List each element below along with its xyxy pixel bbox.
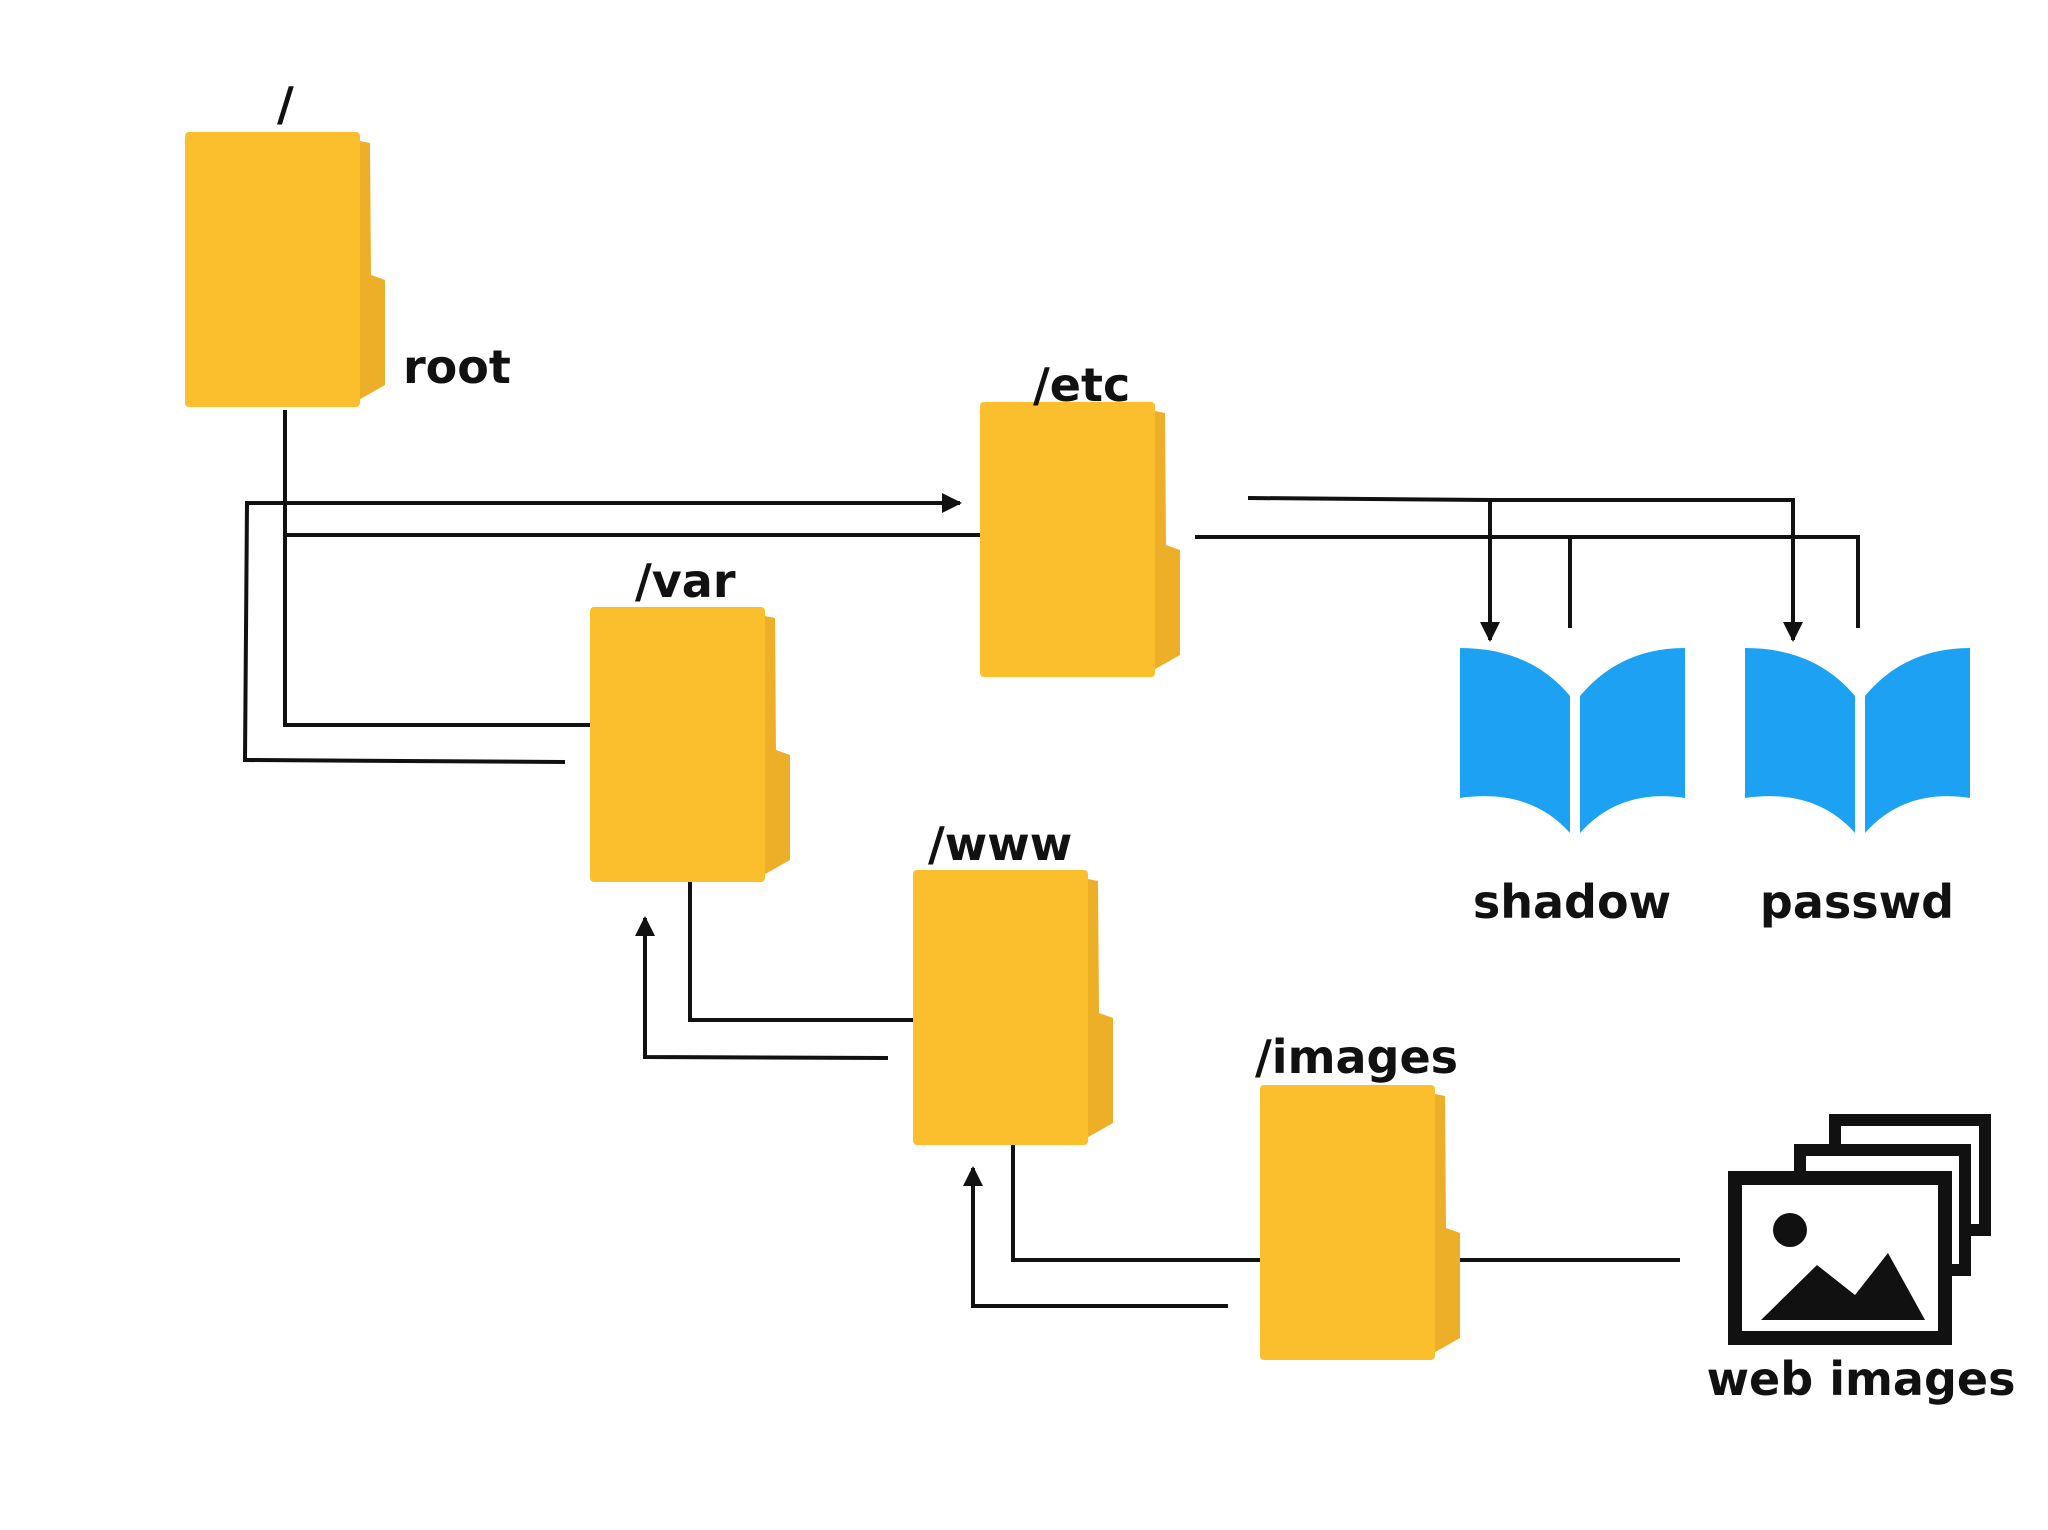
root-caption: root (403, 340, 511, 394)
var-to-www-line (688, 878, 913, 1022)
file-label: shadow (1473, 875, 1671, 929)
folder-icon (185, 132, 385, 407)
folder-label: /www (928, 817, 1072, 871)
image-stack-icon (1728, 1114, 1991, 1345)
file-label: passwd (1760, 875, 1954, 929)
folder-var[interactable]: /var (590, 554, 790, 882)
root-to-var-line (283, 535, 590, 727)
folder-icon (913, 870, 1113, 1145)
folder-icon (590, 607, 790, 882)
web-images[interactable]: web images (1707, 1114, 2016, 1406)
etc-to-files-line (1195, 535, 1860, 628)
folder-icon (1260, 1085, 1460, 1360)
folder-images[interactable]: /images (1255, 1030, 1460, 1360)
www-to-images-line (1011, 1140, 1260, 1262)
traversal-arrow-to-var (635, 916, 889, 1060)
connectors (242, 410, 1860, 1308)
etc-arrow-to-passwd (1490, 498, 1803, 642)
open-book-icon (1460, 648, 1685, 833)
folder-label: /var (635, 554, 736, 608)
folder-label: /images (1255, 1030, 1458, 1084)
folder-root[interactable]: / root (185, 77, 511, 407)
folder-label: / (277, 77, 294, 131)
traversal-arrow-to-etc (242, 493, 962, 764)
folder-label: /etc (1033, 358, 1130, 412)
file-passwd[interactable]: passwd (1745, 648, 1970, 929)
traversal-arrow-to-www (963, 1166, 1228, 1308)
open-book-icon (1745, 648, 1970, 833)
web-images-label: web images (1707, 1352, 2016, 1406)
folder-etc[interactable]: /etc (980, 358, 1180, 677)
file-shadow[interactable]: shadow (1460, 648, 1685, 929)
etc-arrow-to-shadow (1247, 496, 1500, 642)
folder-icon (980, 402, 1180, 677)
folder-www[interactable]: /www (913, 817, 1113, 1145)
root-to-etc-line (283, 410, 985, 537)
